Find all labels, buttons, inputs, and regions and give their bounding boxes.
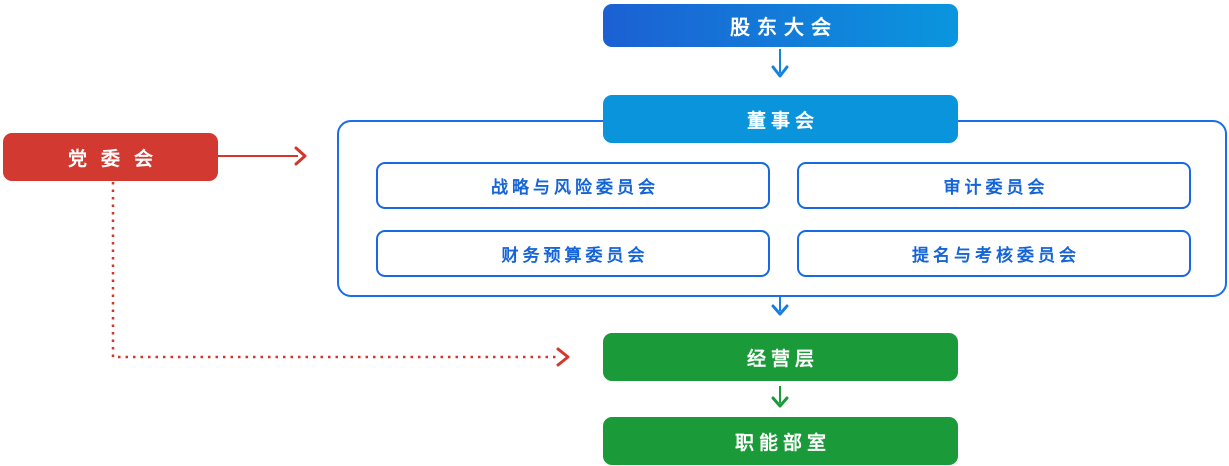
node-party-committee-label: 党委会 [67, 147, 167, 170]
arrow-right-icon [218, 146, 307, 166]
node-committee-audit: 审计委员会 [797, 162, 1191, 209]
node-shareholders-label: 股东大会 [730, 15, 838, 39]
committee-label: 战略与风险委员会 [491, 178, 659, 198]
node-committee-strategy-risk: 战略与风险委员会 [376, 162, 770, 209]
node-departments: 职能部室 [603, 417, 958, 465]
node-departments-label: 职能部室 [734, 431, 831, 454]
committee-label: 提名与考核委员会 [912, 246, 1080, 266]
dotted-elbow-arrow-icon [111, 182, 570, 367]
node-committee-nomination-assessment: 提名与考核委员会 [797, 230, 1191, 277]
arrow-down-icon [771, 297, 789, 316]
committee-label: 审计委员会 [943, 178, 1049, 198]
arrow-down-icon [771, 49, 789, 78]
node-shareholders: 股东大会 [603, 4, 958, 47]
node-committee-finance-budget: 财务预算委员会 [376, 230, 770, 277]
node-board-label: 董事会 [746, 109, 819, 132]
node-board: 董事会 [603, 95, 958, 143]
committee-label: 财务预算委员会 [501, 246, 649, 266]
node-management-label: 经营层 [746, 347, 819, 370]
node-party-committee: 党委会 [3, 133, 218, 181]
node-management: 经营层 [603, 333, 958, 381]
arrow-down-icon [771, 386, 789, 408]
